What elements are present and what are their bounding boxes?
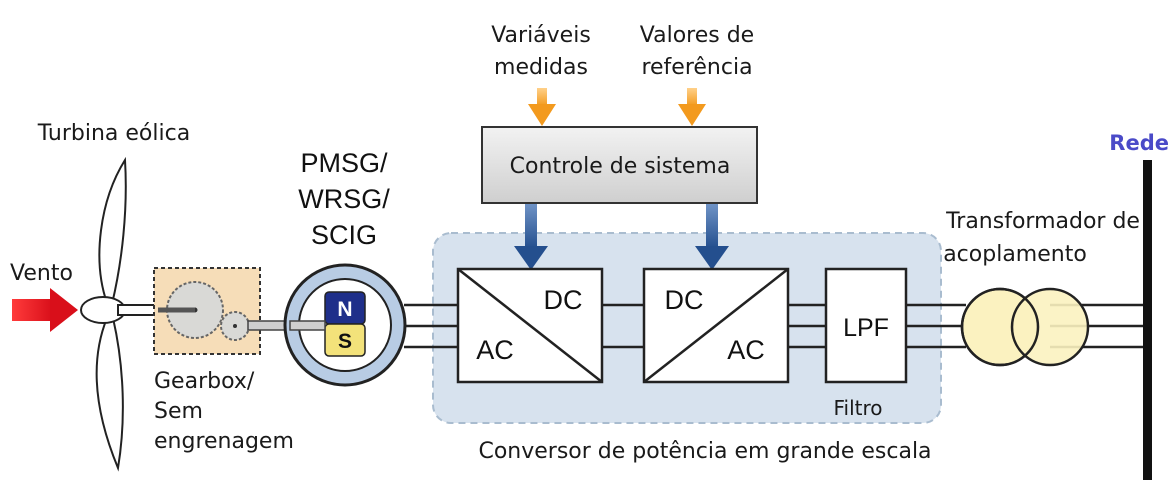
- magnet-s-label: S: [338, 330, 352, 353]
- transformer-label-1: Transformador de: [945, 209, 1140, 234]
- control-arrow-rectifier: [514, 204, 548, 270]
- lpf-box: [824, 267, 908, 384]
- gearbox-label-1: Gearbox/: [154, 369, 255, 394]
- generator-label-3: SCIG: [311, 220, 377, 250]
- transformer-label-2: acoplamento: [943, 242, 1087, 267]
- wind-label: Vento: [10, 261, 73, 286]
- control-arrow-inverter: [695, 204, 729, 270]
- control-system-box: [481, 126, 758, 204]
- turbine-icon: [80, 156, 159, 472]
- inverter-ac-label: AC: [727, 335, 765, 365]
- turbine-label: Turbina eólica: [37, 121, 190, 146]
- control-system-label: Controle de sistema: [510, 154, 731, 179]
- magnet-s-pole: [324, 323, 366, 357]
- generator-label-1: PMSG/: [300, 148, 388, 178]
- measured-variables-label-1: Variáveis: [491, 23, 591, 48]
- inverter-dc-label: DC: [665, 285, 704, 315]
- reference-values-label-2: referência: [641, 55, 752, 80]
- measured-variables-arrow: [528, 88, 556, 126]
- magnet-n-label: N: [337, 298, 352, 321]
- wind-arrow: [12, 288, 78, 332]
- grid-bar: [1143, 160, 1152, 480]
- gearbox-icon: [153, 267, 261, 355]
- grid-label: Rede: [1109, 131, 1169, 155]
- converter-label: Conversor de potência em grande escala: [478, 439, 931, 464]
- transformer-icon: [960, 287, 1090, 367]
- generator-label-2: WRSG/: [298, 184, 390, 214]
- inverter-box: [642, 267, 790, 384]
- lpf-label: LPF: [843, 314, 889, 342]
- measured-variables-label-2: medidas: [494, 55, 588, 80]
- gearbox-label-2: Sem: [154, 399, 203, 424]
- rectifier-ac-label: AC: [476, 335, 514, 365]
- reference-values-label-1: Valores de: [640, 23, 754, 48]
- generator-icon: [283, 263, 407, 387]
- gearbox-label-3: engrenagem: [154, 429, 294, 454]
- filter-label: Filtro: [833, 396, 882, 420]
- rectifier-dc-label: DC: [544, 285, 583, 315]
- rectifier-box: [456, 267, 604, 384]
- reference-values-arrow: [678, 88, 706, 126]
